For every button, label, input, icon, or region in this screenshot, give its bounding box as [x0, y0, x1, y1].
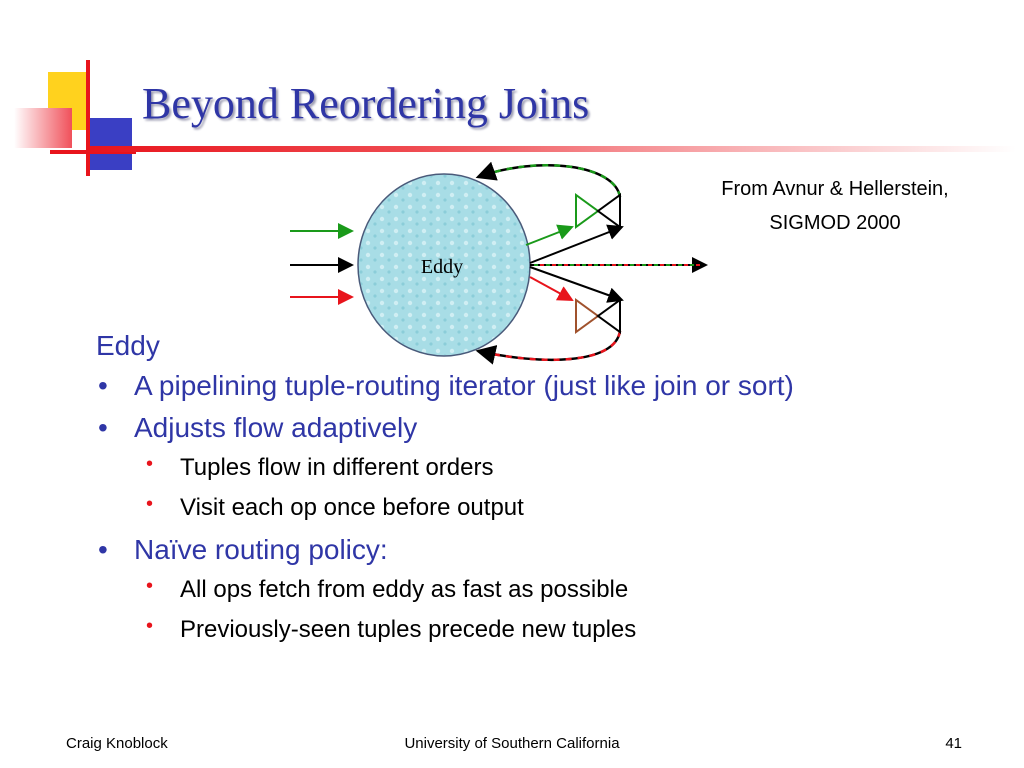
slide-logo: [14, 60, 136, 176]
sub-bullet-3-2: • Previously-seen tuples precede new tup…: [96, 615, 996, 644]
sub-bullet-2-1: • Tuples flow in different orders: [96, 453, 996, 482]
join-operator-bottom: [575, 298, 621, 334]
bullet-2: • Adjusts flow adaptively: [96, 412, 996, 444]
bullet-3: • Naïve routing policy:: [96, 534, 996, 566]
sub-bullet-2-2: • Visit each op once before output: [96, 493, 996, 522]
route-arrow-black-top: [529, 224, 624, 264]
sub-bullet-3-1-text: All ops fetch from eddy as fast as possi…: [180, 576, 629, 603]
citation: From Avnur & Hellerstein, SIGMOD 2000: [660, 172, 1010, 240]
citation-line-1: From Avnur & Hellerstein,: [721, 178, 949, 200]
footer-institution: University of Southern California: [404, 735, 620, 752]
route-arrow-green: [525, 224, 574, 246]
bullet-1-text: A pipelining tuple-routing iterator (jus…: [134, 370, 794, 401]
sub-bullet-dot: •: [146, 575, 154, 597]
footer-author: Craig Knoblock: [66, 735, 168, 752]
sub-bullet-3-2-text: Previously-seen tuples precede new tuple…: [180, 616, 637, 643]
slide-content: Eddy • A pipelining tuple-routing iterat…: [96, 330, 996, 656]
sub-bullet-dot: •: [146, 493, 154, 515]
citation-line-2: SIGMOD 2000: [769, 212, 901, 234]
bullet-dot: •: [98, 412, 108, 443]
sub-bullet-2-2-text: Visit each op once before output: [180, 494, 524, 521]
bullet-dot: •: [98, 370, 108, 401]
route-arrow-black-bottom: [529, 266, 624, 303]
bullet-3-text: Naïve routing policy:: [134, 534, 388, 565]
sub-bullet-dot: •: [146, 453, 154, 475]
slide-title: Beyond Reordering Joins: [142, 79, 590, 128]
bullet-2-text: Adjusts flow adaptively: [134, 412, 418, 443]
eddy-label: Eddy: [421, 256, 463, 278]
footer-page-number: 41: [945, 735, 962, 752]
sub-bullet-2-1-text: Tuples flow in different orders: [180, 454, 494, 481]
sub-bullet-3-1: • All ops fetch from eddy as fast as pos…: [96, 575, 996, 604]
route-arrow-red: [529, 276, 574, 301]
join-operator-top: [575, 193, 621, 229]
bullet-dot: •: [98, 534, 108, 565]
title-rule: [86, 146, 1016, 152]
eddy-diagram: Eddy: [290, 161, 708, 365]
bullet-1: • A pipelining tuple-routing iterator (j…: [96, 370, 996, 402]
sub-bullet-dot: •: [146, 615, 154, 637]
section-heading: Eddy: [96, 330, 160, 361]
